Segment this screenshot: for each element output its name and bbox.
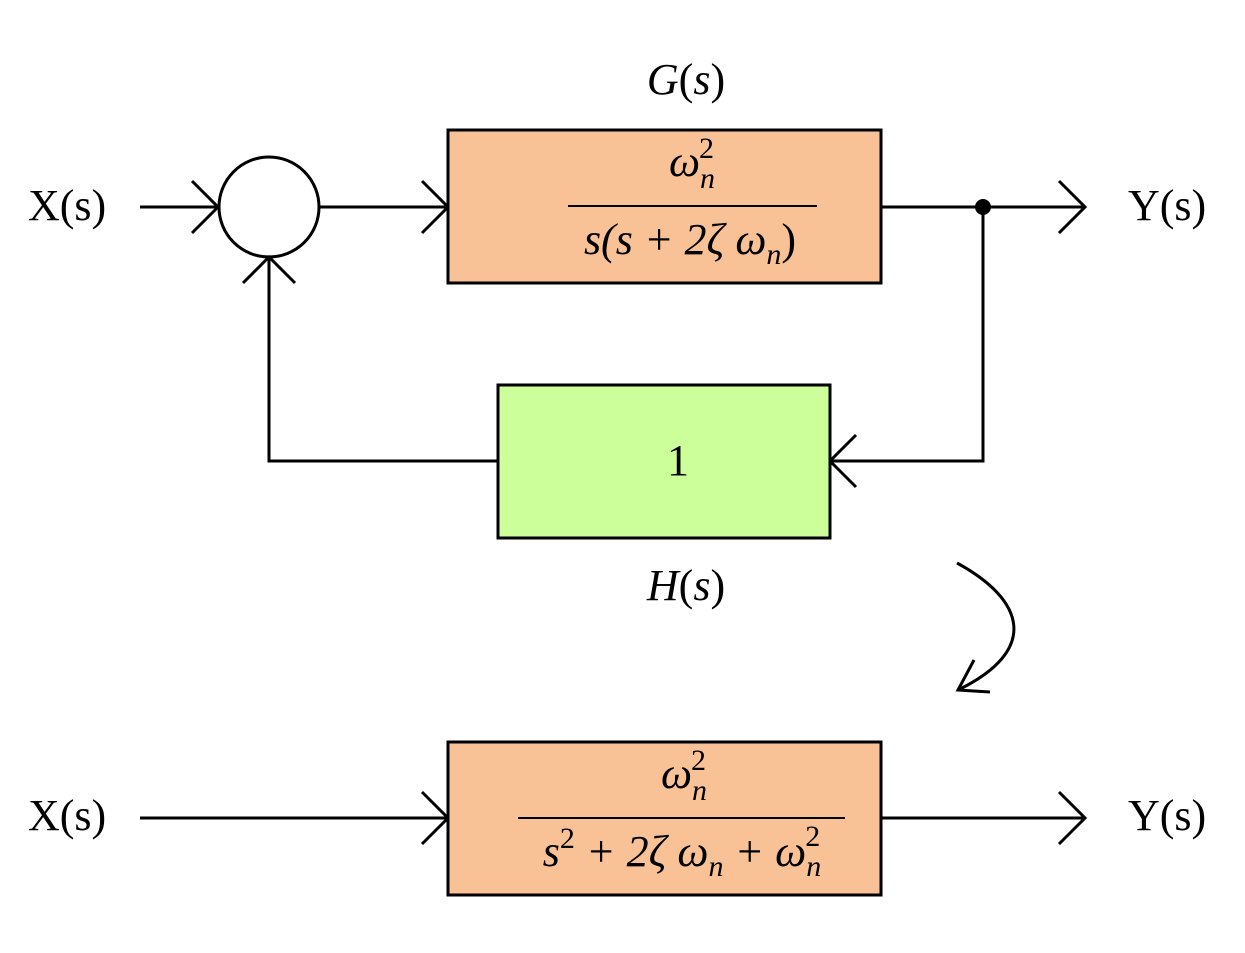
reduced-diagram: X(s) ωn2 s2 + 2ζ ωn + ωn2 Y(s) — [28, 740, 1206, 897]
reduced-input-label: X(s) — [28, 791, 106, 840]
reduction-arrow-curve — [956, 561, 1016, 692]
closed-loop-diagram: X(s) G(s) ωn2 s(s + 2ζ ωn) Y(s) — [28, 55, 1206, 610]
g-numerator: ωn2 — [669, 132, 715, 195]
g-block-name: G(s) — [647, 55, 725, 104]
g-denominator: s(s + 2ζ ωn) — [584, 215, 796, 271]
summing-junction — [217, 155, 321, 259]
reduced-denominator: s2 + 2ζ ωn + ωn2 — [543, 820, 821, 883]
output-label: Y(s) — [1128, 181, 1206, 230]
h-block — [496, 383, 832, 540]
reduced-output-label: Y(s) — [1128, 791, 1206, 840]
input-label: X(s) — [28, 181, 106, 230]
reduced-numerator: ωn2 — [661, 744, 707, 807]
h-block-value: 1 — [667, 436, 689, 485]
reduction-arrow — [955, 561, 1016, 694]
h-block-name: H(s) — [646, 561, 725, 610]
junction-feedback-arrowhead — [241, 254, 297, 285]
feedback-line-right — [830, 207, 985, 463]
reduction-arrowhead — [955, 659, 991, 694]
feedback-line-left — [267, 257, 498, 463]
output-arrowhead — [1057, 179, 1088, 235]
reduced-output-arrowhead — [1057, 790, 1088, 846]
